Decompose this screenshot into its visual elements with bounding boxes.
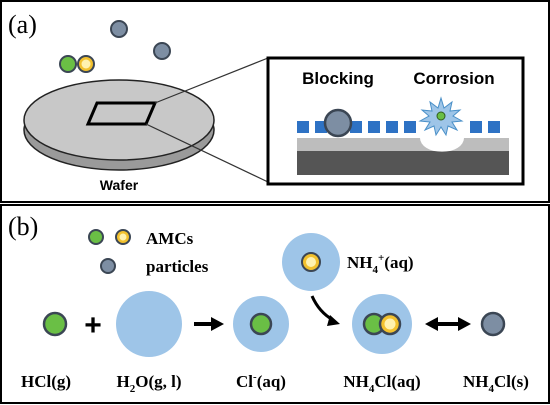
zoom-line-bottom [145, 123, 269, 183]
chloride-ion [249, 312, 273, 336]
hcl-gas-label: HCl(g) [21, 372, 71, 391]
ammonium-chloride-s-label: NH4Cl(s) [463, 372, 529, 395]
film-layer [297, 138, 509, 152]
ammonium-chloride-solid [480, 311, 506, 337]
blocking-label: Blocking [302, 69, 374, 88]
gray-particle-1 [110, 20, 128, 38]
panel-b-label: (b) [8, 212, 38, 241]
water-droplet [116, 291, 182, 357]
legend [88, 229, 131, 274]
ammonium-label: NH4+(aq) [347, 252, 414, 276]
wafer-top-disc [23, 79, 215, 161]
blocking-particle [323, 108, 353, 138]
panel-a-frame [0, 0, 550, 203]
green-particle [59, 55, 77, 73]
panel-a-label: (a) [8, 10, 37, 39]
water-label: H2O(g, l) [116, 372, 181, 395]
wafer-label: Wafer [100, 177, 139, 193]
substrate-layer [297, 151, 509, 175]
corrosion-label: Corrosion [413, 69, 494, 88]
panel-b-frame [0, 204, 550, 404]
legend-amcs-label: AMCs [146, 229, 194, 248]
floating-particles [59, 20, 171, 73]
gray-particle-2 [153, 42, 171, 60]
legend-green-dot [88, 229, 104, 245]
chloride-label: Cl-(aq) [236, 371, 286, 391]
hcl-molecule [42, 311, 68, 337]
plus-sign: + [84, 309, 102, 342]
legend-gray-dot [100, 258, 116, 274]
wafer [23, 79, 215, 171]
inset-cross-section [266, 56, 525, 186]
yellow-particle-core [81, 59, 91, 69]
legend-particles-label: particles [146, 257, 209, 276]
corrosion-particle [436, 111, 446, 121]
zoom-line-top [154, 57, 269, 104]
ammonium-chloride-aq-label: NH4Cl(aq) [343, 372, 420, 395]
